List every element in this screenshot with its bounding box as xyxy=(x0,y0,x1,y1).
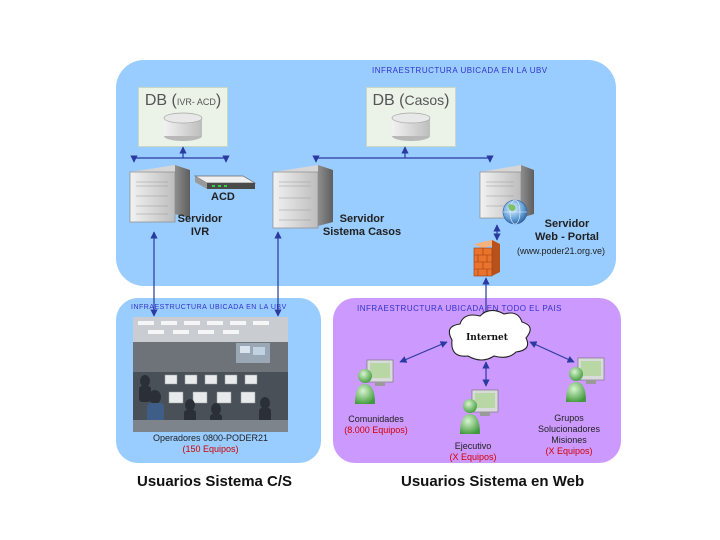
operators-photo xyxy=(133,317,288,432)
client-ejecutivo-label: Ejecutivo (X Equipos) xyxy=(449,441,497,462)
server-web-url: (www.poder21.org.ve) xyxy=(517,246,606,256)
internet-label: Internet xyxy=(466,333,509,343)
internet-cloud-icon xyxy=(448,309,531,361)
db-casos-cylinder-icon xyxy=(391,112,431,141)
bottom-label-web: Usuarios Sistema en Web xyxy=(401,473,585,490)
server-ivr-icon xyxy=(129,165,190,223)
firewall-icon xyxy=(473,240,500,277)
operators-caption: Operadores 0800-PODER21 (150 Equipos) xyxy=(152,433,269,454)
db-ivr-cylinder-icon xyxy=(163,112,203,141)
region-title-left: INFRAESTRUCTURA UBICADA EN LA UBV xyxy=(131,304,287,311)
region-title-top: INFRAESTRUCTURA UBICADA EN LA UBV xyxy=(372,66,548,75)
db-casos-title: DB (Casos) xyxy=(372,92,450,109)
user-computer-ejecutivo-icon xyxy=(460,389,499,434)
db-ivr-acd-title: DB (IVR- ACD) xyxy=(144,92,222,109)
server-casos-icon xyxy=(272,165,333,229)
client-grupos-label: Grupos Solucionadores Misiones (X Equipo… xyxy=(537,413,601,456)
user-computer-comunidades-icon xyxy=(355,359,394,404)
bottom-label-cs: Usuarios Sistema C/S xyxy=(137,473,293,490)
region-title-right: INFRAESTRUCTURA UBICADA EN TODO EL PAIS xyxy=(357,304,563,313)
acd-label: ACD xyxy=(211,191,235,203)
user-computer-grupos-icon xyxy=(566,357,605,402)
acd-device-icon xyxy=(193,175,257,189)
globe-icon xyxy=(502,199,528,225)
client-comunidades-label: Comunidades (8.000 Equipos) xyxy=(344,414,408,435)
